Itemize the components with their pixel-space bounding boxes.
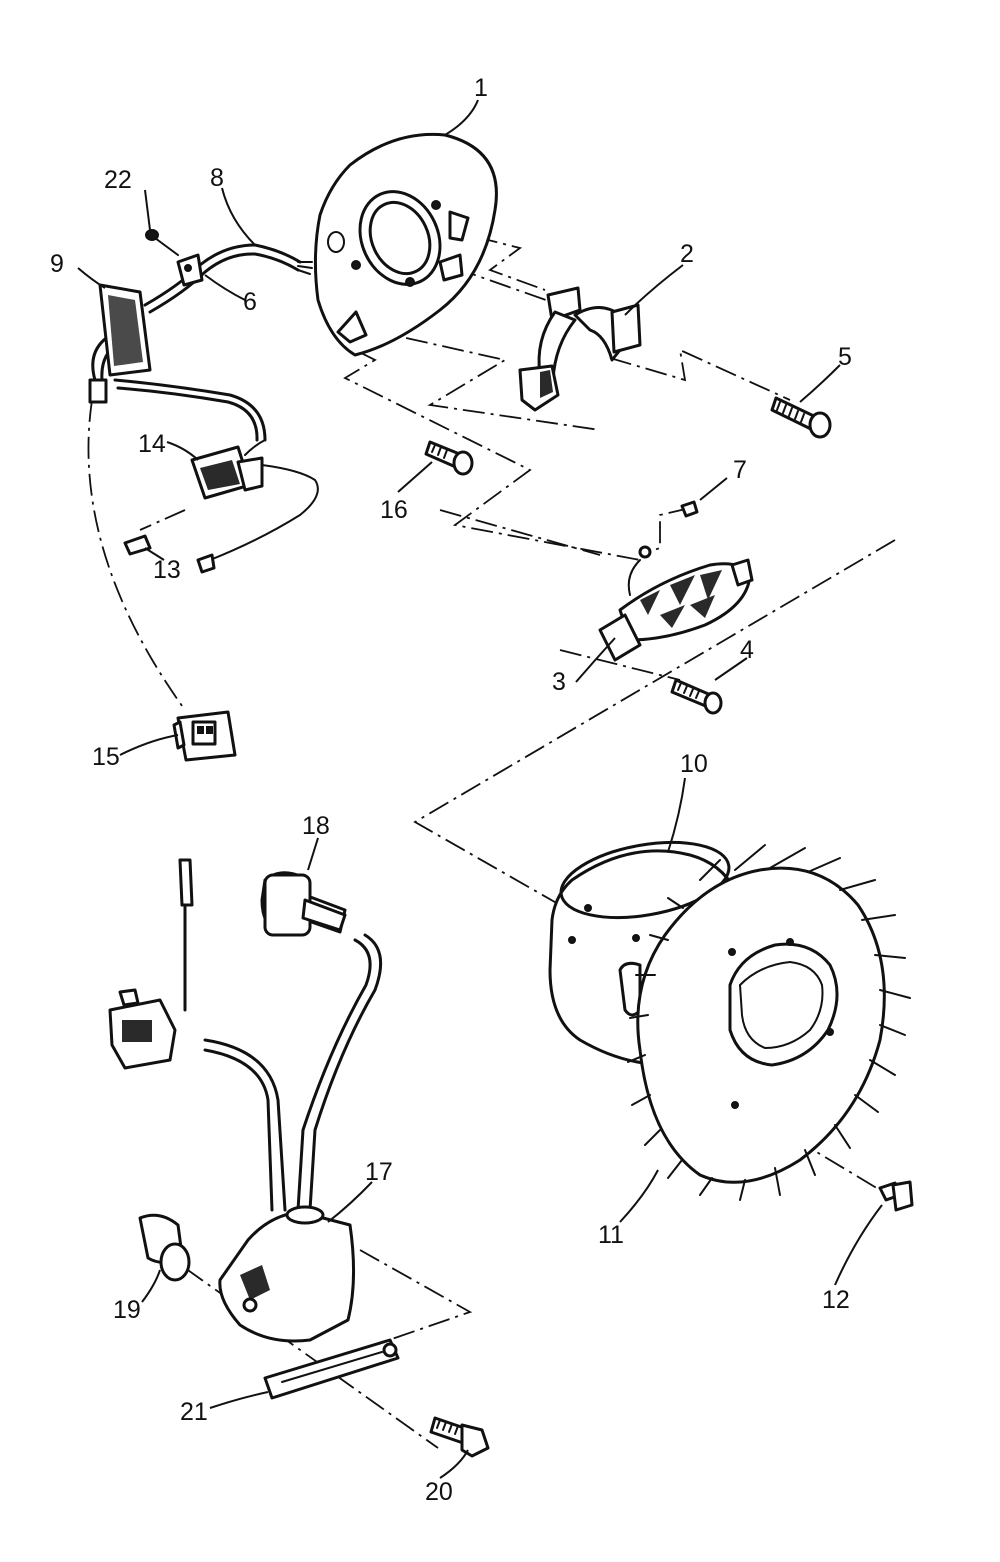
callout-11: 11 — [598, 1221, 624, 1249]
grommet-part-9 — [98, 283, 152, 377]
bolt-part-12 — [878, 1180, 914, 1212]
callout-labels: 1 2 3 4 5 6 7 8 9 10 11 12 13 14 15 16 1… — [50, 74, 852, 1506]
coil-part-3 — [598, 545, 754, 662]
screw-part-7 — [680, 500, 699, 518]
callout-16: 16 — [380, 496, 408, 524]
spacer-part-19 — [138, 1213, 191, 1282]
callout-21: 21 — [180, 1398, 208, 1426]
callout-15: 15 — [92, 743, 120, 771]
callout-20: 20 — [425, 1478, 453, 1506]
callout-3: 3 — [552, 668, 566, 696]
pickup-bracket-part-2 — [518, 286, 642, 412]
callout-14: 14 — [138, 430, 166, 458]
callout-5: 5 — [838, 343, 852, 371]
connector-part-14 — [190, 439, 319, 561]
screw-part-16 — [424, 440, 474, 476]
spark-plug-cap-part-18 — [263, 873, 347, 937]
callout-1: 1 — [474, 74, 488, 102]
callout-4: 4 — [740, 636, 754, 664]
callout-8: 8 — [210, 164, 224, 192]
callout-22: 22 — [104, 166, 132, 194]
callout-9: 9 — [50, 250, 64, 278]
cdi-module-part-17 — [108, 858, 383, 1343]
callout-17: 17 — [365, 1158, 393, 1186]
callout-18: 18 — [302, 812, 330, 840]
callout-12: 12 — [822, 1286, 850, 1314]
strap-part-21 — [263, 1338, 400, 1400]
screw-part-4 — [670, 678, 723, 715]
callout-7: 7 — [733, 456, 747, 484]
callout-19: 19 — [113, 1296, 141, 1324]
callout-10: 10 — [680, 750, 708, 778]
screw-part-22 — [145, 229, 179, 256]
screw-part-5 — [770, 396, 832, 439]
callout-6: 6 — [243, 288, 257, 316]
callout-13: 13 — [153, 556, 181, 584]
connector-part-15 — [172, 710, 237, 762]
terminal-part-13 — [123, 534, 216, 574]
clamp-part-6 — [176, 253, 204, 287]
callout-leader-lines — [77, 99, 883, 1479]
flywheel-fan-part-11 — [627, 844, 911, 1201]
bolt-part-20 — [429, 1416, 490, 1458]
stator-plate-part-1 — [313, 132, 498, 357]
callout-2: 2 — [680, 240, 694, 268]
